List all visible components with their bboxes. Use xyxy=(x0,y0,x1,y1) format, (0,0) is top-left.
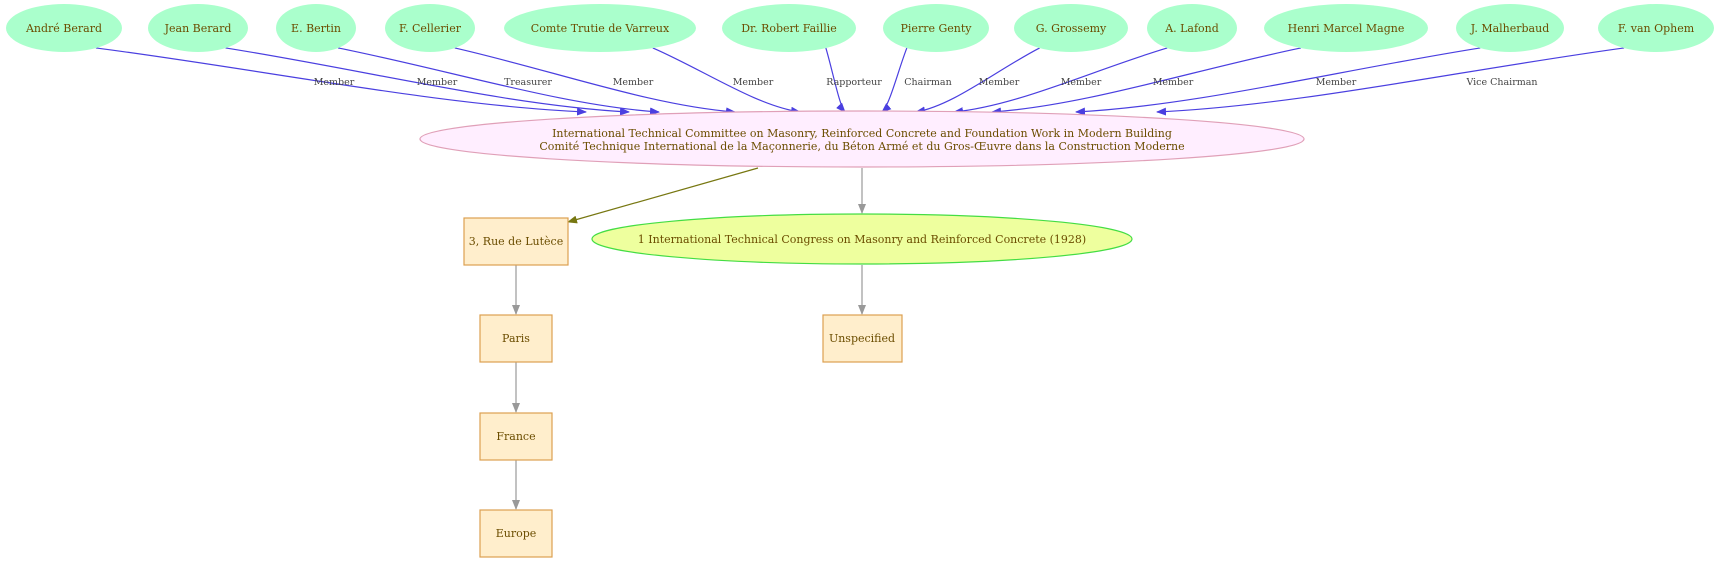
person-node-shape xyxy=(385,4,475,52)
role-label-andre-berard: Member xyxy=(314,77,355,88)
person-name: Dr. Robert Faillie xyxy=(741,22,837,35)
place-node-address-shape xyxy=(463,217,569,266)
role-label-comte-trutie: Member xyxy=(733,77,774,88)
person-node-f-van-ophem[interactable]: F. van Ophem xyxy=(1598,4,1714,52)
committee-node-shape xyxy=(419,110,1305,168)
person-node-robert-faillie[interactable]: Dr. Robert Faillie xyxy=(722,4,856,52)
place-node-country[interactable]: France xyxy=(479,412,553,461)
committee-name-en: International Technical Committee on Mas… xyxy=(552,127,1172,140)
person-node-shape xyxy=(504,4,696,52)
role-label-a-lafond: Member xyxy=(1061,77,1102,88)
role-edge-g-grossemy xyxy=(915,47,1040,115)
role-edge-e-bertin xyxy=(337,47,660,116)
event-node[interactable]: 1 International Technical Congress on Ma… xyxy=(591,213,1133,265)
place-node-event-place-shape xyxy=(822,314,903,363)
place-city-label: Paris xyxy=(502,332,530,345)
role-edge-f-van-ophem xyxy=(1156,47,1625,116)
person-name: F. Cellerier xyxy=(399,22,462,35)
person-name: A. Lafond xyxy=(1164,22,1219,35)
place-continent-label: Europe xyxy=(496,527,537,540)
role-edge-comte-trutie xyxy=(652,47,801,115)
person-node-shape xyxy=(276,4,356,52)
person-name: Henri Marcel Magne xyxy=(1288,22,1405,35)
role-label-g-grossemy: Member xyxy=(979,77,1020,88)
person-node-j-malherbaud[interactable]: J. Malherbaud xyxy=(1456,4,1564,52)
person-node-shape xyxy=(1264,4,1428,52)
role-edge-j-malherbaud xyxy=(1075,47,1481,116)
role-label-henri-magne: Member xyxy=(1153,77,1194,88)
place-country-label: France xyxy=(496,430,535,443)
role-edge-henri-magne xyxy=(991,47,1302,116)
role-edge-a-lafond xyxy=(953,47,1168,116)
role-label-f-van-ophem: Vice Chairman xyxy=(1465,77,1537,88)
role-label-jean-berard: Member xyxy=(417,77,458,88)
committee-node[interactable]: International Technical Committee on Mas… xyxy=(419,110,1305,168)
role-label-j-malherbaud: Member xyxy=(1316,77,1357,88)
place-node-country-shape xyxy=(479,412,553,461)
role-edge-f-cellerier xyxy=(454,47,736,116)
person-node-andre-berard[interactable]: André Berard xyxy=(6,4,122,52)
person-name: F. van Ophem xyxy=(1618,22,1695,35)
place-event-place-label: Unspecified xyxy=(829,332,895,345)
place-address-label: 3, Rue de Lutèce xyxy=(469,235,563,248)
person-node-a-lafond[interactable]: A. Lafond xyxy=(1147,4,1237,52)
person-node-shape xyxy=(1014,4,1128,52)
person-node-g-grossemy[interactable]: G. Grossemy xyxy=(1014,4,1128,52)
person-name: Pierre Genty xyxy=(901,22,973,35)
edges-layer xyxy=(95,47,1625,510)
role-edge-andre-berard xyxy=(95,47,587,116)
person-node-shape xyxy=(1598,4,1714,52)
person-node-shape xyxy=(1456,4,1564,52)
person-name: André Berard xyxy=(25,22,102,35)
person-node-shape xyxy=(148,4,248,52)
edge-committee-to-address xyxy=(567,167,759,224)
role-label-e-bertin: Treasurer xyxy=(504,77,552,88)
person-name: E. Bertin xyxy=(291,22,341,35)
role-label-robert-faillie: Rapporteur xyxy=(826,77,882,88)
person-node-henri-magne[interactable]: Henri Marcel Magne xyxy=(1264,4,1428,52)
person-nodes-layer: André Berard Jean Berard E. Bertin F. Celle… xyxy=(6,4,1714,52)
place-node-address[interactable]: 3, Rue de Lutèce xyxy=(463,217,569,266)
event-label: 1 International Technical Congress on Ma… xyxy=(638,233,1086,246)
person-node-f-cellerier[interactable]: F. Cellerier xyxy=(385,4,475,52)
place-node-city-shape xyxy=(479,314,553,363)
committee-name-fr: Comité Technique International de la Maç… xyxy=(539,140,1184,153)
event-node-shape xyxy=(591,213,1133,265)
role-edge-robert-faillie xyxy=(825,47,846,113)
person-name: J. Malherbaud xyxy=(1470,22,1549,35)
person-name: Comte Trutie de Varreux xyxy=(531,22,670,35)
edge-labels-layer: Member Member Treasurer Member Member Rapport… xyxy=(314,77,1538,88)
person-node-shape xyxy=(6,4,122,52)
person-node-shape xyxy=(1147,4,1237,52)
place-node-event-place[interactable]: Unspecified xyxy=(822,314,903,363)
person-node-e-bertin[interactable]: E. Bertin xyxy=(276,4,356,52)
role-edge-pierre-genty xyxy=(881,47,908,113)
place-node-continent-shape xyxy=(479,509,553,558)
place-node-continent[interactable]: Europe xyxy=(479,509,553,558)
role-edge-jean-berard xyxy=(225,47,630,116)
person-node-shape xyxy=(883,4,989,52)
place-node-city[interactable]: Paris xyxy=(479,314,553,363)
person-name: G. Grossemy xyxy=(1036,22,1107,35)
role-label-pierre-genty: Chairman xyxy=(904,77,951,88)
person-node-pierre-genty[interactable]: Pierre Genty xyxy=(883,4,989,52)
person-node-comte-trutie[interactable]: Comte Trutie de Varreux xyxy=(504,4,696,52)
person-node-shape xyxy=(722,4,856,52)
person-name: Jean Berard xyxy=(164,22,232,35)
person-node-jean-berard[interactable]: Jean Berard xyxy=(148,4,248,52)
role-label-f-cellerier: Member xyxy=(613,77,654,88)
